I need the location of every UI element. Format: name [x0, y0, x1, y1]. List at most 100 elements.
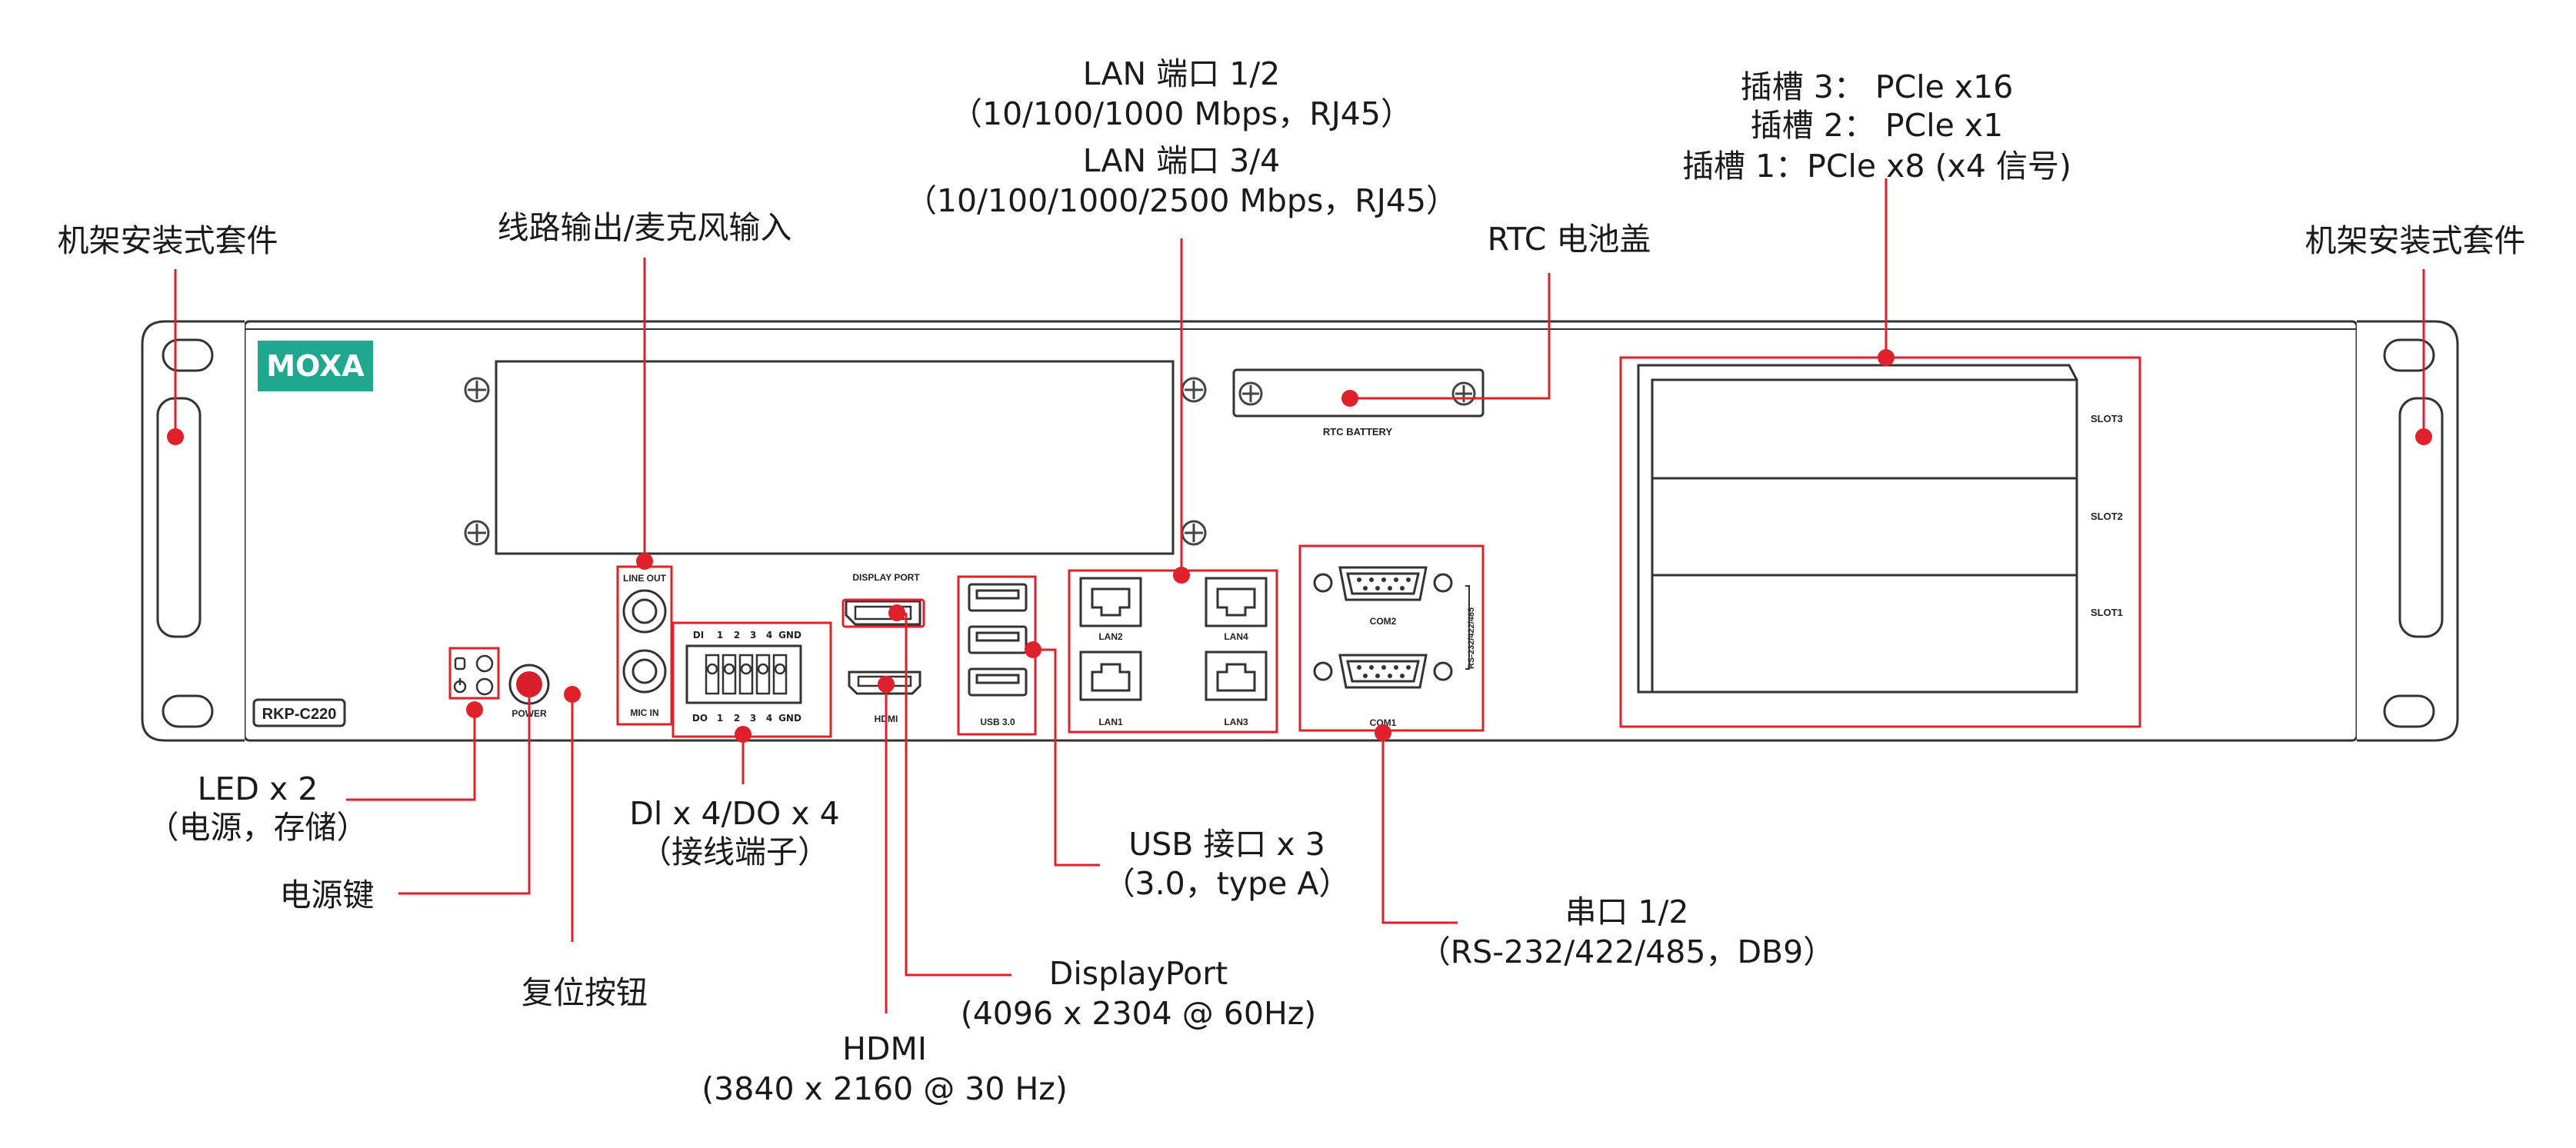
rtc-battery-cover-plate	[1232, 368, 1485, 418]
anchor-dot	[167, 428, 184, 445]
slot2-label: SLOT2	[2091, 511, 2123, 522]
power-led	[475, 677, 494, 696]
displayport-highlight	[841, 598, 925, 628]
lan3-label: LAN3	[1224, 717, 1248, 727]
upper-cover-plate	[495, 360, 1175, 555]
led-highlight	[448, 647, 500, 700]
lan-highlight	[1068, 569, 1278, 734]
callout-lan34-spec: （10/100/1000/2500 Mbps，RJ45）	[905, 182, 1458, 219]
usb-port-tongue	[975, 589, 1020, 600]
moxa-logo-text: MOXA	[266, 349, 365, 383]
rack-ear-right-handle	[2398, 397, 2444, 638]
leader-dp	[905, 613, 1011, 977]
storage-led-symbol-icon	[454, 657, 466, 670]
model-label: RKP-C220	[262, 706, 337, 723]
callout-lan12-title: LAN 端口 1/2	[1083, 55, 1281, 92]
lan4-label: LAN4	[1224, 631, 1248, 642]
screw-icon	[1451, 381, 1476, 406]
com-pins	[1357, 577, 1411, 678]
screw-icon	[1238, 381, 1263, 406]
terminal-screws	[705, 654, 788, 695]
do-pin-2: 2	[734, 713, 740, 724]
callout-dio-title: Dl x 4/DO x 4	[629, 795, 839, 832]
anchor-dot	[878, 676, 895, 693]
slot3-label: SLOT3	[2091, 413, 2123, 424]
rs-bracket	[1465, 585, 1470, 670]
upper-cover-plate-body	[495, 360, 1175, 555]
lan3-port[interactable]	[1205, 651, 1268, 701]
di-pin-4: 4	[766, 630, 772, 641]
do-pin-3: 3	[750, 713, 756, 724]
di-header-row: DI 1 2 3 4 GND	[693, 630, 801, 641]
callout-rack-left: 机架安装式套件	[58, 222, 278, 259]
callout-hdmi-spec: (3840 x 2160 @ 30 Hz)	[701, 1070, 1068, 1107]
dio-terminal-block: DI 1 2 3 4 GND DO 1 2 3 4 GND	[685, 630, 802, 724]
callout-usb-spec: （3.0，type A）	[1104, 865, 1351, 902]
anchor-dot	[2415, 428, 2432, 445]
anchor-dots	[167, 349, 2432, 743]
callout-dio-sub: （接线端子）	[640, 834, 829, 870]
callout-slot3: 插槽 3： PCle x16	[1741, 68, 2014, 105]
lan1-port[interactable]	[1079, 651, 1142, 701]
lan2-port[interactable]	[1079, 577, 1142, 627]
callout-hdmi-title: HDMI	[842, 1030, 927, 1067]
com1-label: COM1	[1370, 717, 1397, 728]
lan1-label: LAN1	[1098, 717, 1123, 727]
pcie-slot2-bracket	[1651, 477, 2078, 577]
anchor-dot	[466, 701, 483, 718]
screw-icon	[1181, 520, 1207, 546]
rack-ear-left-slot-bottom	[162, 694, 214, 728]
callout-led-title: LED x 2	[198, 770, 318, 807]
callout-audio: 线路输出/麦克风输入	[498, 209, 792, 246]
callout-slot2: 插槽 2： PCle x1	[1751, 107, 2004, 144]
rack-ear-left-slot-top	[162, 338, 214, 372]
com-highlight	[1298, 544, 1485, 732]
di-pin-3: 3	[750, 630, 756, 641]
rs-vertical-label: RS-232/422/485	[1467, 607, 1476, 669]
di-label: DI	[693, 630, 704, 641]
anchor-dot	[564, 686, 581, 703]
anchor-dot	[1341, 390, 1358, 407]
line-out-jack-hole	[632, 598, 658, 624]
leader-usb	[1033, 648, 1100, 867]
leader-serial	[1381, 733, 1458, 924]
anchor-dot	[735, 726, 751, 743]
di-pin-1: 1	[717, 630, 723, 641]
callout-power-key: 电源键	[280, 877, 375, 913]
moxa-logo-badge	[258, 341, 373, 391]
do-pin-1: 1	[717, 713, 723, 724]
lan2-label: LAN2	[1098, 631, 1123, 642]
pcie-slot-cage	[1637, 364, 2078, 694]
usb-ports	[968, 583, 1028, 697]
anchor-dot	[1025, 641, 1041, 658]
led-indicators	[453, 654, 494, 696]
leader-power	[398, 684, 531, 895]
model-label-box	[252, 698, 346, 727]
lan-ports	[1079, 577, 1268, 701]
callout-dp-title: DisplayPort	[1049, 955, 1228, 992]
anchor-dot	[888, 604, 905, 621]
pcie-slot1-bracket	[1651, 574, 2078, 694]
do-gnd: GND	[778, 713, 801, 724]
do-pin-4: 4	[766, 713, 772, 724]
rack-ear-right-slot-top	[2383, 338, 2435, 372]
callout-rtc: RTC 电池盖	[1488, 221, 1651, 258]
usb-panel-label: USB 3.0	[980, 717, 1015, 727]
rack-ear-left-handle	[156, 397, 202, 638]
callout-lan12-spec: （10/100/1000 Mbps，RJ45）	[951, 95, 1412, 132]
mic-in-jack-hole	[632, 658, 658, 684]
callout-reset: 复位按钮	[522, 974, 648, 1011]
dio-highlight	[671, 621, 832, 738]
screw-icon	[464, 377, 490, 403]
audio-jacks: LINE OUT MIC IN	[622, 573, 667, 718]
lan4-port[interactable]	[1205, 577, 1268, 627]
rtc-battery-label: RTC BATTERY	[1323, 426, 1393, 438]
cover-screws	[464, 377, 1207, 546]
mic-in-label: MIC IN	[630, 707, 658, 718]
do-header-row: DO 1 2 3 4 GND	[692, 713, 801, 724]
anchor-dot	[1878, 349, 1895, 366]
callout-labels: 机架安装式套件 机架安装式套件 线路输出/麦克风输入 LAN 端口 1/2 （1…	[58, 55, 2526, 1107]
com2-label: COM2	[1370, 616, 1397, 627]
callout-dp-spec: (4096 x 2304 @ 60Hz)	[961, 995, 1317, 1032]
